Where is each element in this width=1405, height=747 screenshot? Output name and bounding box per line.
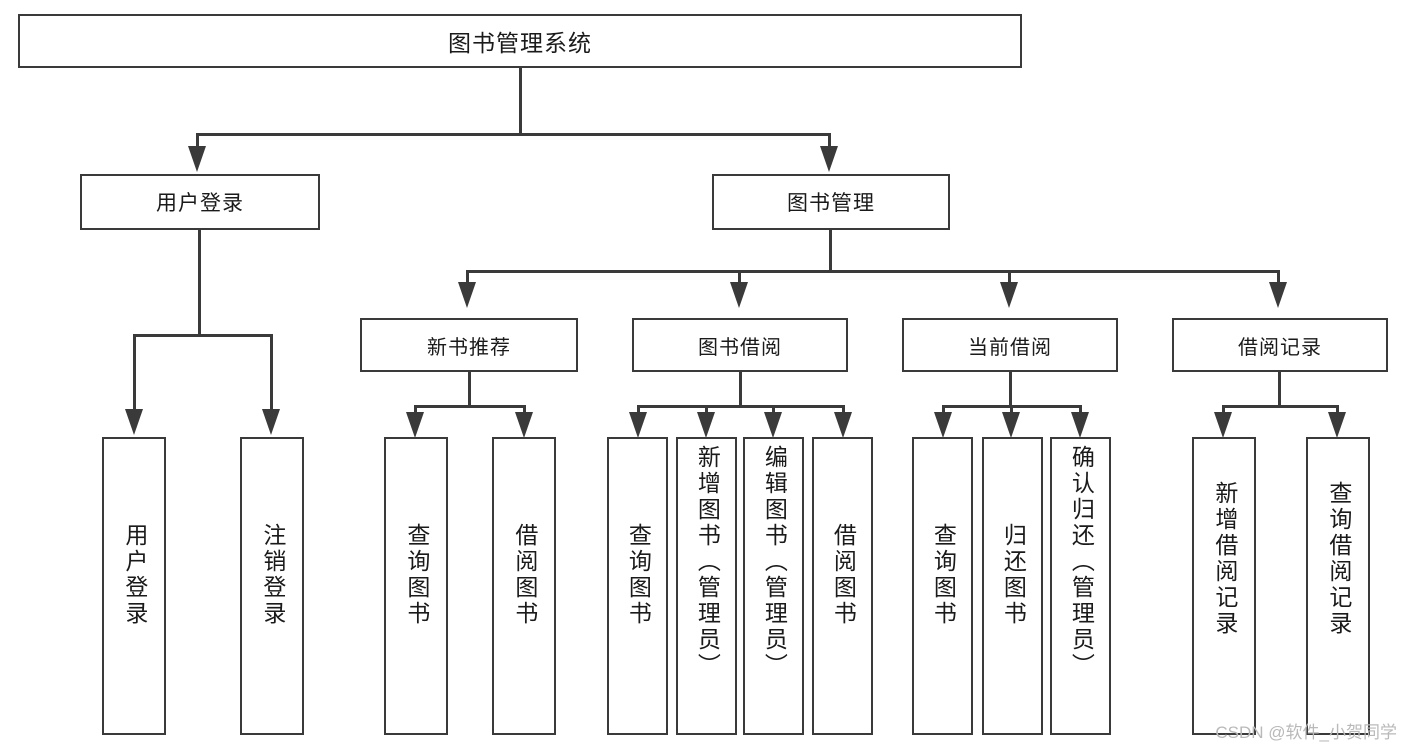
arrowhead-book-borrow	[730, 282, 748, 308]
arrowhead-leaf-edit-book	[764, 412, 782, 438]
leaf-add-book-admin[interactable]: 新增图书（管理员）	[676, 437, 737, 735]
arrowhead-current-borrow	[1000, 282, 1018, 308]
leaf-label: 新增图书（管理员）	[694, 445, 721, 679]
arrowhead-leaf-logout	[262, 409, 280, 435]
connector-borrow-record-drop-1	[1222, 405, 1225, 415]
leaf-label: 新增借阅记录	[1211, 481, 1238, 637]
connector-current-borrow-drop-3	[1079, 405, 1082, 415]
connector-book-manage-bus	[466, 270, 1280, 273]
connector-to-borrow-record	[1277, 270, 1280, 284]
connector-book-borrow-drop-3	[772, 405, 775, 415]
node-book-borrow[interactable]: 图书借阅	[632, 318, 848, 372]
leaf-query-borrow-record[interactable]: 查询借阅记录	[1306, 437, 1370, 735]
leaf-add-borrow-record[interactable]: 新增借阅记录	[1192, 437, 1256, 735]
connector-root-to-user-login	[196, 133, 199, 149]
connector-book-borrow-drop-2	[705, 405, 708, 415]
leaf-borrow-book[interactable]: 借阅图书	[812, 437, 873, 735]
node-new-book-recommend[interactable]: 新书推荐	[360, 318, 578, 372]
arrowhead-book-manage	[820, 146, 838, 172]
arrowhead-user-login	[188, 146, 206, 172]
leaf-label: 查询图书	[930, 523, 957, 627]
connector-user-login-stem	[198, 230, 201, 336]
arrowhead-new-book-recommend	[458, 282, 476, 308]
arrowhead-leaf-add-book	[697, 412, 715, 438]
leaf-label: 归还图书	[1000, 523, 1027, 627]
leaf-query-book-borrow[interactable]: 查询图书	[607, 437, 668, 735]
node-book-management[interactable]: 图书管理	[712, 174, 950, 230]
arrowhead-leaf-borrow-book-2	[834, 412, 852, 438]
connector-borrow-record-bus	[1222, 405, 1339, 408]
leaf-edit-book-admin[interactable]: 编辑图书（管理员）	[743, 437, 804, 735]
node-borrow-record[interactable]: 借阅记录	[1172, 318, 1388, 372]
leaf-label: 用户登录	[121, 523, 148, 627]
connector-to-new-book	[466, 270, 469, 284]
leaf-label: 编辑图书（管理员）	[761, 445, 788, 679]
connector-user-login-drop-2	[270, 334, 273, 412]
leaf-confirm-return-admin[interactable]: 确认归还（管理员）	[1050, 437, 1111, 735]
leaf-label: 借阅图书	[830, 523, 857, 627]
node-root-system[interactable]: 图书管理系统	[18, 14, 1022, 68]
connector-borrow-record-drop-2	[1336, 405, 1339, 415]
connector-user-login-drop-1	[133, 334, 136, 412]
connector-new-book-stem	[468, 372, 471, 408]
connector-new-book-drop-2	[523, 405, 526, 415]
connector-user-login-bus	[133, 334, 273, 337]
leaf-logout[interactable]: 注销登录	[240, 437, 304, 735]
leaf-user-login[interactable]: 用户登录	[102, 437, 166, 735]
connector-borrow-record-stem	[1278, 372, 1281, 408]
connector-new-book-bus	[414, 405, 526, 408]
connector-root-bus	[196, 133, 830, 136]
arrowhead-borrow-record	[1269, 282, 1287, 308]
leaf-borrow-book-recommend[interactable]: 借阅图书	[492, 437, 556, 735]
connector-current-borrow-drop-2	[1010, 405, 1013, 415]
connector-current-borrow-stem	[1009, 372, 1012, 408]
leaf-label: 借阅图书	[511, 523, 538, 627]
leaf-query-book-current[interactable]: 查询图书	[912, 437, 973, 735]
leaf-label: 查询借阅记录	[1325, 481, 1352, 637]
arrowhead-leaf-query-book-1	[406, 412, 424, 438]
arrowhead-leaf-query-record	[1328, 412, 1346, 438]
leaf-query-book-recommend[interactable]: 查询图书	[384, 437, 448, 735]
connector-new-book-drop-1	[414, 405, 417, 415]
connector-to-current-borrow	[1008, 270, 1011, 284]
node-current-borrow[interactable]: 当前借阅	[902, 318, 1118, 372]
arrowhead-leaf-confirm-return	[1071, 412, 1089, 438]
arrowhead-leaf-return-book	[1002, 412, 1020, 438]
connector-current-borrow-drop-1	[942, 405, 945, 415]
connector-root-stem	[519, 68, 522, 134]
leaf-label: 查询图书	[625, 523, 652, 627]
node-user-login[interactable]: 用户登录	[80, 174, 320, 230]
connector-root-to-book-manage	[828, 133, 831, 149]
connector-book-manage-stem	[829, 230, 832, 272]
arrowhead-leaf-add-record	[1214, 412, 1232, 438]
arrowhead-leaf-user-login	[125, 409, 143, 435]
connector-book-borrow-bus	[637, 405, 845, 408]
leaf-label: 查询图书	[403, 523, 430, 627]
arrowhead-leaf-query-book-3	[934, 412, 952, 438]
connector-book-borrow-drop-1	[637, 405, 640, 415]
connector-book-borrow-drop-4	[842, 405, 845, 415]
leaf-label: 注销登录	[259, 523, 286, 627]
leaf-label: 确认归还（管理员）	[1068, 445, 1095, 679]
connector-to-book-borrow	[738, 270, 741, 284]
connector-book-borrow-stem	[739, 372, 742, 408]
watermark-text: CSDN @软件_小贺同学	[1215, 723, 1397, 742]
arrowhead-leaf-query-book-2	[629, 412, 647, 438]
arrowhead-leaf-borrow-book-1	[515, 412, 533, 438]
leaf-return-book[interactable]: 归还图书	[982, 437, 1043, 735]
